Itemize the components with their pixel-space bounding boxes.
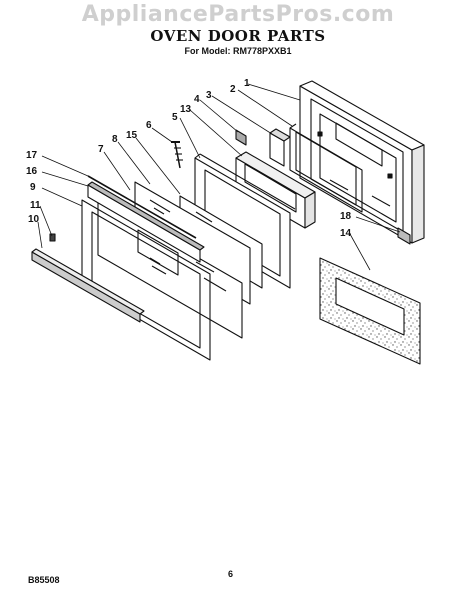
gasket-strip-17 xyxy=(87,175,197,239)
callout-11: 11 xyxy=(30,200,41,211)
page-title: OVEN DOOR PARTS xyxy=(150,27,326,45)
latch-18 xyxy=(397,227,411,245)
top-trim-16 xyxy=(87,181,205,263)
callout-10: 10 xyxy=(28,214,40,225)
model-subtitle: For Model: RM778PXXB1 xyxy=(184,46,292,56)
callout-14: 14 xyxy=(340,228,352,239)
bracket-3 xyxy=(269,128,291,167)
callout-18: 18 xyxy=(340,211,352,222)
footer-code: B85508 xyxy=(28,575,60,585)
page-number: 6 xyxy=(228,569,234,579)
screw-6 xyxy=(171,141,183,169)
callout-17: 17 xyxy=(26,150,38,161)
outer-door-frame-9 xyxy=(81,199,211,361)
callout-6: 6 xyxy=(146,120,152,131)
handle-10 xyxy=(31,248,145,323)
callout-16: 16 xyxy=(26,166,38,177)
callout-3: 3 xyxy=(206,90,212,101)
callout-2: 2 xyxy=(230,84,236,95)
callout-7: 7 xyxy=(98,144,104,155)
callout-15: 15 xyxy=(126,130,138,141)
leader-lines xyxy=(37,83,401,271)
callout-8: 8 xyxy=(112,134,118,145)
inner-door-panel xyxy=(299,80,425,244)
spacer-11 xyxy=(49,233,56,242)
callout-13: 13 xyxy=(180,104,192,115)
callout-9: 9 xyxy=(30,182,36,193)
insulation-box xyxy=(235,151,316,229)
callout-1: 1 xyxy=(244,78,250,89)
watermark: AppliancePartsPros.com xyxy=(81,2,395,27)
callout-4: 4 xyxy=(194,94,200,105)
clip-4 xyxy=(235,129,247,146)
callout-5: 5 xyxy=(172,112,178,123)
insulation-pad-14 xyxy=(319,257,421,365)
door-wire-frame xyxy=(289,123,363,213)
